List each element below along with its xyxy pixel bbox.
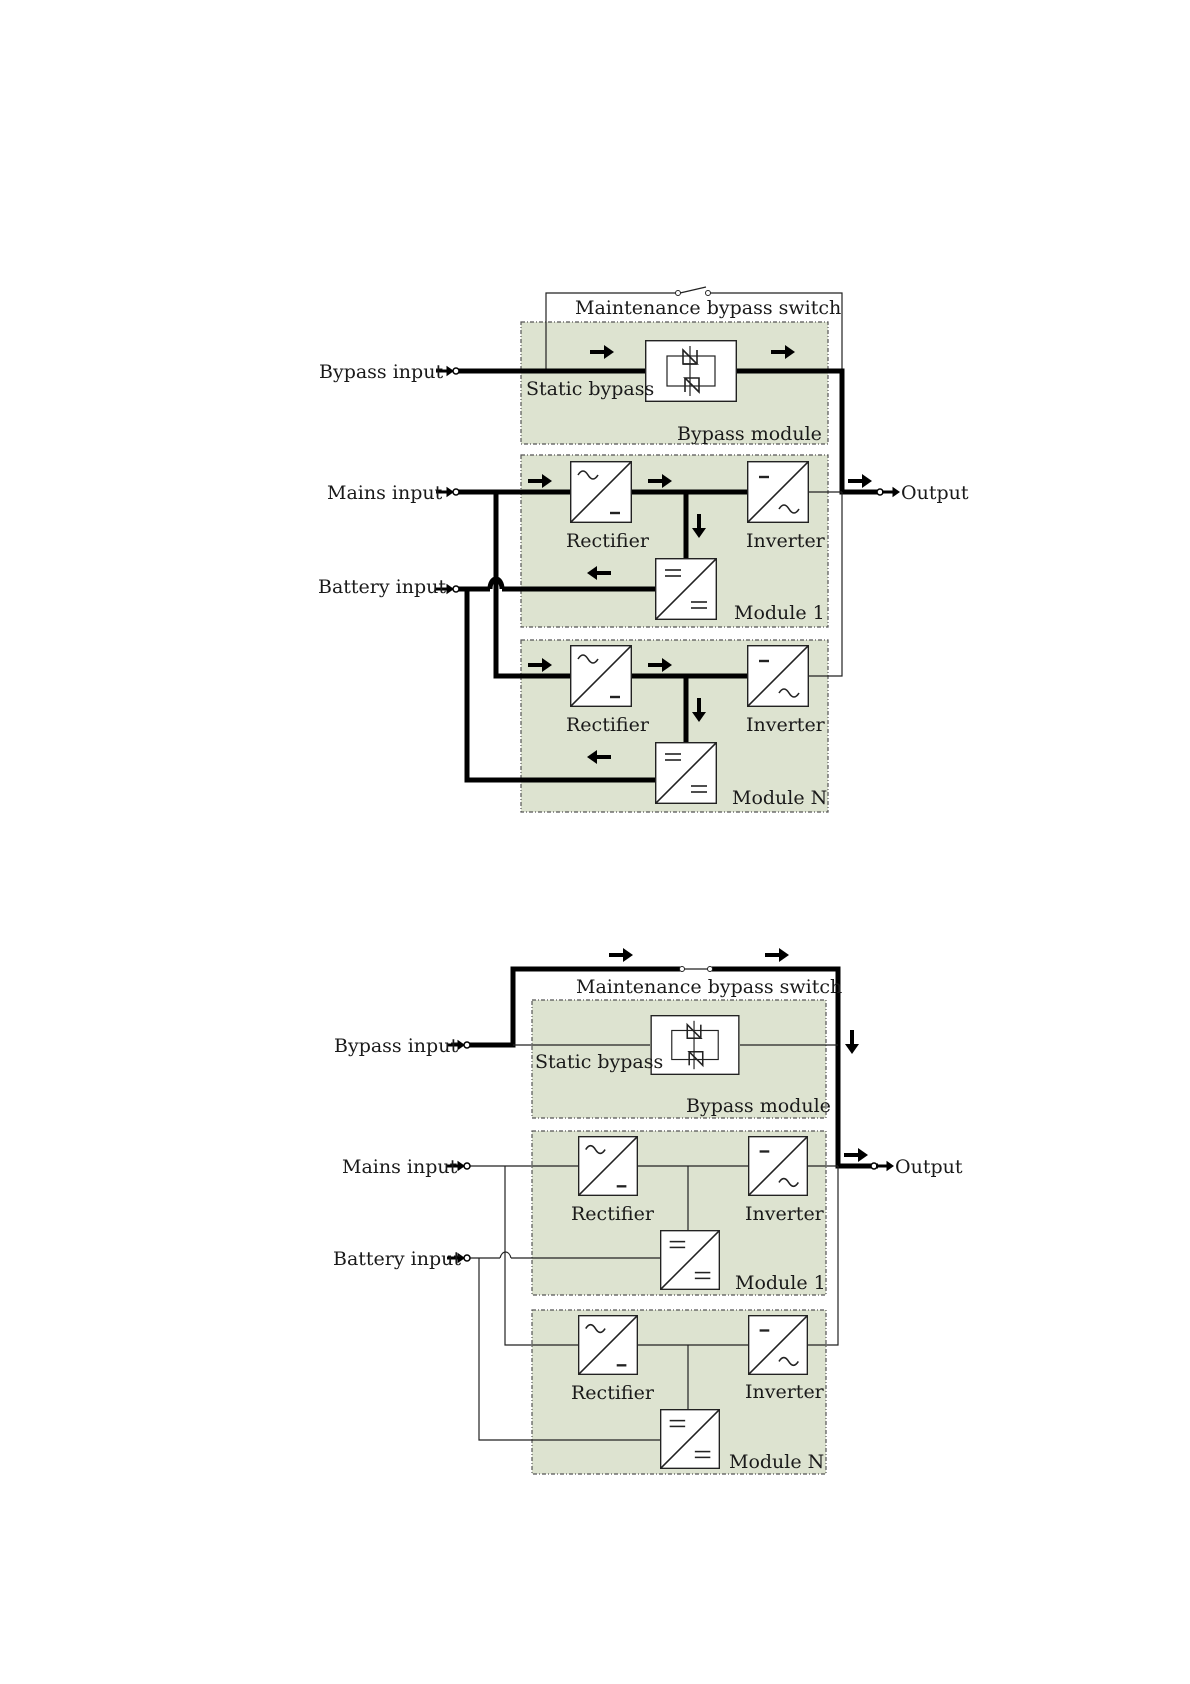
dc-dc-converter-icon bbox=[660, 1409, 720, 1469]
maintenance-bypass-switch-label: Maintenance bypass switch bbox=[575, 297, 841, 319]
static-bypass-label: Static bypass bbox=[535, 1051, 663, 1073]
module-1-label: Module 1 bbox=[734, 602, 825, 624]
rectifier-label: Rectifier bbox=[566, 530, 650, 552]
inverter-label: Inverter bbox=[746, 714, 826, 736]
battery-input-label: Battery input bbox=[333, 1248, 461, 1270]
flow-arrow-icon bbox=[609, 948, 633, 962]
inverter-icon bbox=[748, 1136, 808, 1196]
module-n-label: Module N bbox=[729, 1451, 824, 1473]
terminal-arrow-icon bbox=[876, 1160, 894, 1172]
rectifier-icon bbox=[570, 461, 632, 523]
flow-arrow-icon bbox=[848, 474, 872, 488]
module-n-label: Module N bbox=[732, 787, 827, 809]
battery-input-label: Battery input bbox=[318, 576, 446, 598]
inverter-icon bbox=[747, 645, 809, 707]
rectifier-label: Rectifier bbox=[571, 1382, 655, 1404]
rectifier-icon bbox=[570, 645, 632, 707]
output-label: Output bbox=[895, 1156, 963, 1178]
dc-dc-converter-icon bbox=[655, 742, 717, 804]
flow-arrow-icon bbox=[844, 1148, 868, 1162]
bypass-input-label: Bypass input bbox=[319, 361, 443, 383]
mains-input-label: Mains input bbox=[327, 482, 443, 504]
rectifier-label: Rectifier bbox=[566, 714, 650, 736]
rectifier-icon bbox=[578, 1136, 638, 1196]
static-bypass-label: Static bypass bbox=[526, 378, 654, 400]
static-bypass-thyristor-icon bbox=[645, 340, 737, 402]
static-bypass-thyristor-icon bbox=[650, 1015, 740, 1075]
flow-arrow-icon bbox=[765, 948, 789, 962]
bypass-module-label: Bypass module bbox=[686, 1095, 831, 1117]
mains-input-label: Mains input bbox=[342, 1156, 458, 1178]
dc-dc-converter-icon bbox=[655, 558, 717, 620]
inverter-icon bbox=[748, 1315, 808, 1375]
terminal-arrow-icon bbox=[882, 486, 900, 498]
dc-dc-converter-icon bbox=[660, 1230, 720, 1290]
diagram-2: Maintenance bypass switch Static bypass … bbox=[333, 948, 963, 1475]
rectifier-icon bbox=[578, 1315, 638, 1375]
inverter-label: Inverter bbox=[746, 530, 826, 552]
maintenance-bypass-switch-label: Maintenance bypass switch bbox=[576, 976, 842, 998]
output-label: Output bbox=[901, 482, 969, 504]
inverter-label: Inverter bbox=[745, 1203, 825, 1225]
bypass-module-label: Bypass module bbox=[677, 423, 822, 445]
flow-arrow-icon bbox=[845, 1030, 859, 1054]
bypass-input-label: Bypass input bbox=[334, 1035, 458, 1057]
inverter-label: Inverter bbox=[745, 1381, 825, 1403]
module-1-label: Module 1 bbox=[735, 1272, 826, 1294]
inverter-icon bbox=[747, 461, 809, 523]
diagram-1: Maintenance bypass switch Static bypass … bbox=[318, 286, 969, 813]
rectifier-label: Rectifier bbox=[571, 1203, 655, 1225]
